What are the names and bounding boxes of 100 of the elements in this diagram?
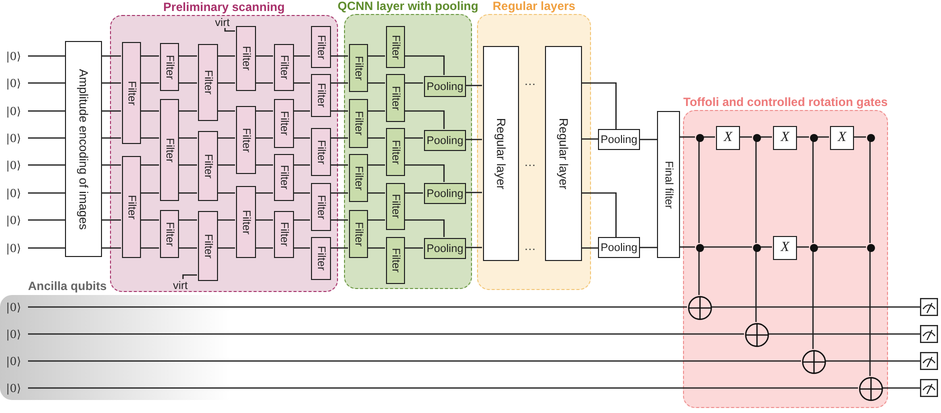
control-dot bbox=[810, 244, 818, 252]
circuit-wire bbox=[140, 219, 159, 221]
circuit-wire bbox=[102, 110, 121, 112]
circuit-wire bbox=[178, 192, 197, 194]
circuit-wire bbox=[703, 246, 752, 248]
gate-box: Filter bbox=[386, 237, 405, 284]
circuit-wire bbox=[293, 82, 310, 84]
circuit-wire bbox=[293, 192, 310, 194]
ket-label: |0⟩ bbox=[6, 48, 28, 64]
circuit-wire bbox=[367, 247, 385, 249]
gate-box: Filter bbox=[349, 210, 368, 258]
circuit-wire bbox=[404, 137, 423, 139]
circuit-wire bbox=[760, 246, 772, 248]
circuit-wire bbox=[404, 110, 445, 129]
ket-label: |0⟩ bbox=[6, 157, 28, 173]
circuit-wire bbox=[581, 247, 598, 249]
circuit-wire bbox=[755, 251, 757, 322]
circuit-wire bbox=[224, 28, 235, 32]
circuit-wire bbox=[825, 360, 920, 362]
circuit-wire bbox=[465, 192, 482, 194]
ket-label: |0⟩ bbox=[6, 299, 28, 315]
circuit-wire bbox=[140, 137, 159, 139]
circuit-wire bbox=[102, 164, 121, 166]
circuit-wire bbox=[330, 137, 348, 139]
circuit-wire bbox=[28, 387, 858, 389]
circuit-wire bbox=[698, 251, 700, 295]
circuit-wire bbox=[140, 55, 159, 57]
circuit-wire bbox=[640, 246, 657, 248]
gate-box: Filter bbox=[236, 106, 256, 174]
circuit-wire bbox=[796, 246, 809, 248]
circuit-wire bbox=[711, 306, 920, 308]
gate-box: Filter bbox=[386, 128, 405, 176]
gate-box: Filter bbox=[198, 44, 218, 121]
gate-box: Filter bbox=[349, 154, 368, 202]
gate-box: Filter bbox=[122, 156, 141, 258]
circuit-wire bbox=[367, 55, 385, 57]
gate-box: Filter bbox=[311, 183, 331, 231]
circuit-wire bbox=[102, 137, 121, 139]
circuit-wire bbox=[330, 192, 348, 194]
circuit-wire bbox=[812, 251, 814, 349]
circuit-wire bbox=[293, 55, 310, 57]
gate-box: Filter bbox=[160, 99, 179, 201]
gate-box: Pooling bbox=[598, 129, 640, 150]
gate-box: Filter bbox=[122, 42, 141, 144]
wire-label: virt bbox=[173, 280, 195, 292]
ket-label: |0⟩ bbox=[6, 326, 28, 342]
ellipsis-label: … bbox=[524, 239, 536, 253]
circuit-wire bbox=[255, 164, 273, 166]
circuit-wire bbox=[367, 137, 385, 139]
group-title: Ancilla qubits bbox=[28, 279, 107, 293]
circuit-wire bbox=[178, 55, 197, 57]
circuit-wire bbox=[367, 110, 385, 112]
circuit-wire bbox=[853, 136, 866, 138]
circuit-wire bbox=[178, 82, 197, 84]
circuit-wire bbox=[217, 192, 235, 194]
circuit-wire bbox=[28, 247, 65, 249]
group-title: Toffoli and controlled rotation gates bbox=[683, 95, 888, 109]
control-dot bbox=[753, 134, 761, 142]
ellipsis-label: … bbox=[524, 155, 536, 169]
ket-label: |0⟩ bbox=[6, 380, 28, 396]
circuit-wire bbox=[293, 137, 310, 139]
gate-box: Filter bbox=[274, 44, 294, 91]
wire-label: virt bbox=[215, 17, 237, 29]
circuit-wire bbox=[581, 138, 598, 140]
gate-box: Pooling bbox=[424, 238, 466, 259]
circuit-wire bbox=[217, 247, 235, 249]
group-title: QCNN layer with pooling bbox=[338, 0, 478, 13]
circuit-wire bbox=[680, 246, 695, 248]
target-symbol bbox=[802, 350, 826, 374]
circuit-wire bbox=[255, 247, 273, 249]
circuit-wire bbox=[817, 136, 829, 138]
circuit-wire bbox=[330, 219, 348, 221]
circuit-wire bbox=[178, 219, 197, 221]
circuit-wire bbox=[404, 82, 423, 84]
circuit-wire bbox=[140, 110, 159, 112]
x-gate-box: X bbox=[773, 236, 797, 260]
gate-box: Pooling bbox=[424, 183, 466, 204]
gate-box: Filter bbox=[198, 131, 218, 201]
circuit-wire bbox=[739, 136, 752, 138]
circuit-wire bbox=[178, 110, 197, 112]
circuit-wire bbox=[217, 137, 235, 139]
gate-box: Filter bbox=[386, 74, 405, 122]
ket-label: |0⟩ bbox=[6, 103, 28, 119]
gate-box: Filter bbox=[160, 210, 179, 258]
circuit-wire bbox=[581, 82, 617, 129]
gate-box: Pooling bbox=[598, 237, 640, 258]
control-dot bbox=[867, 134, 875, 142]
circuit-wire bbox=[217, 55, 235, 57]
circuit-wire bbox=[812, 141, 814, 243]
gate-box: Regular layer bbox=[545, 46, 582, 261]
circuit-wire bbox=[255, 137, 273, 139]
gate-box: Pooling bbox=[424, 76, 466, 97]
circuit-wire bbox=[293, 110, 310, 112]
gate-box: Regular layer bbox=[483, 46, 519, 261]
circuit-wire bbox=[760, 136, 772, 138]
circuit-wire bbox=[404, 247, 423, 249]
ket-label: |0⟩ bbox=[6, 75, 28, 91]
circuit-wire bbox=[640, 138, 657, 140]
gate-box: Filter bbox=[236, 186, 256, 258]
ket-label: |0⟩ bbox=[6, 240, 28, 256]
